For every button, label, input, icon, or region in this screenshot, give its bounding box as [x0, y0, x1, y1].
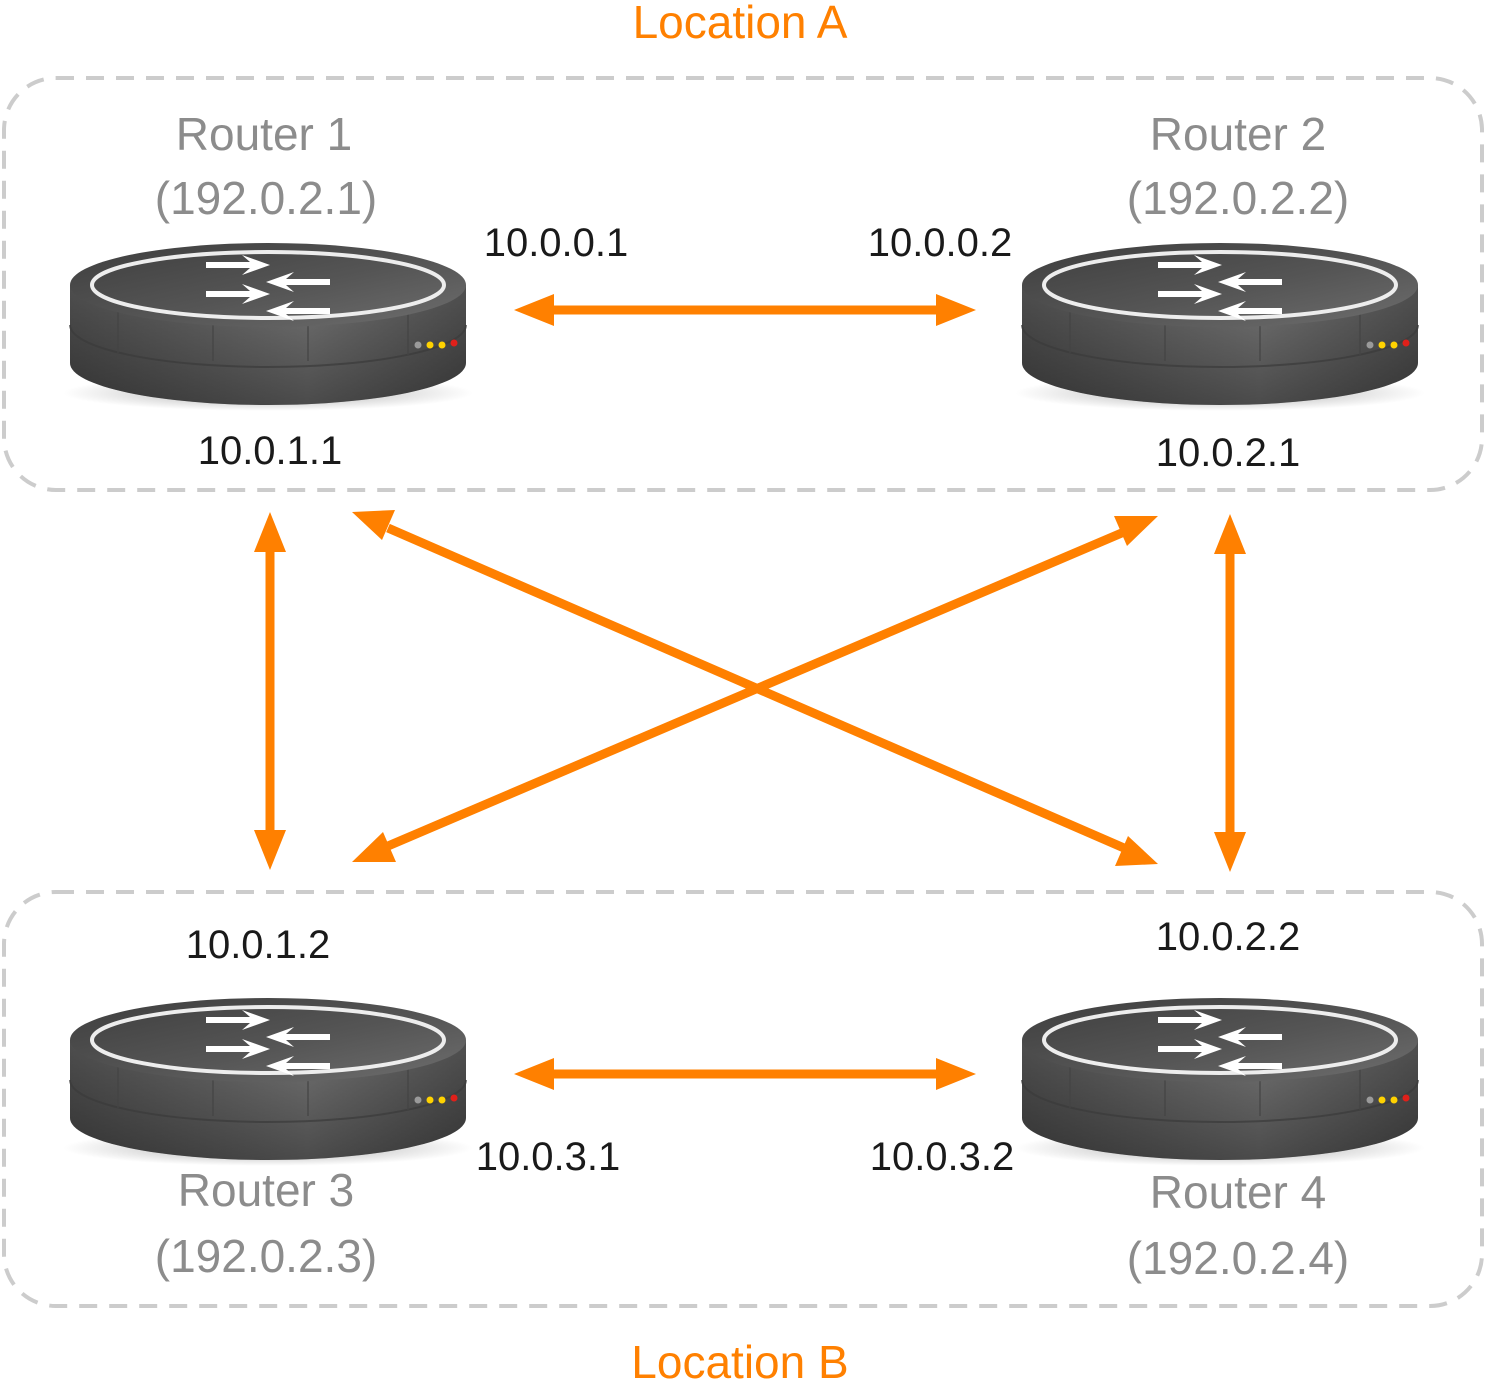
link-router1-router2: [514, 294, 976, 326]
router-3[interactable]: Router 3 (192.0.2.3): [61, 996, 475, 1282]
ip-label-router2-to-router1: 10.0.0.2: [868, 221, 1013, 265]
location-b-container: [2, 890, 1484, 1308]
router-name: Router 1: [176, 108, 352, 160]
link-router2-router4: [1214, 514, 1246, 872]
location-a-label: Location A: [633, 0, 848, 48]
link-router2-router3: [352, 516, 1158, 862]
ip-label-router1-to-router3: 10.0.1.1: [198, 429, 343, 473]
location-b-label: Location B: [631, 1336, 848, 1380]
ip-label-router1-to-router2: 10.0.0.1: [484, 221, 629, 265]
location-a-container: [2, 76, 1484, 492]
ip-label-router4-to-router2: 10.0.2.2: [1156, 915, 1301, 959]
router-address: (192.0.2.4): [1127, 1232, 1349, 1284]
ip-label-router4-to-router3: 10.0.3.2: [870, 1135, 1015, 1179]
ip-label-router3-to-router4: 10.0.3.1: [476, 1135, 621, 1179]
router-address: (192.0.2.2): [1127, 172, 1349, 224]
ip-label-router3-to-router1: 10.0.1.2: [186, 923, 331, 967]
router-icon: [61, 996, 475, 1168]
router-icon: [1013, 996, 1427, 1168]
router-1[interactable]: Router 1 (192.0.2.1): [61, 108, 475, 413]
router-name: Router 3: [178, 1164, 354, 1216]
router-address: (192.0.2.1): [155, 172, 377, 224]
router-address: (192.0.2.3): [155, 1230, 377, 1282]
router-name: Router 4: [1150, 1166, 1326, 1218]
link-router1-router3: [254, 512, 286, 870]
router-name: Router 2: [1150, 108, 1326, 160]
ip-label-router2-to-router4: 10.0.2.1: [1156, 431, 1301, 475]
router-icon: [61, 241, 475, 413]
link-router3-router4: [514, 1058, 976, 1090]
router-icon: [1013, 241, 1427, 413]
router-4[interactable]: Router 4 (192.0.2.4): [1013, 996, 1427, 1284]
router-2[interactable]: Router 2 (192.0.2.2): [1013, 108, 1427, 413]
